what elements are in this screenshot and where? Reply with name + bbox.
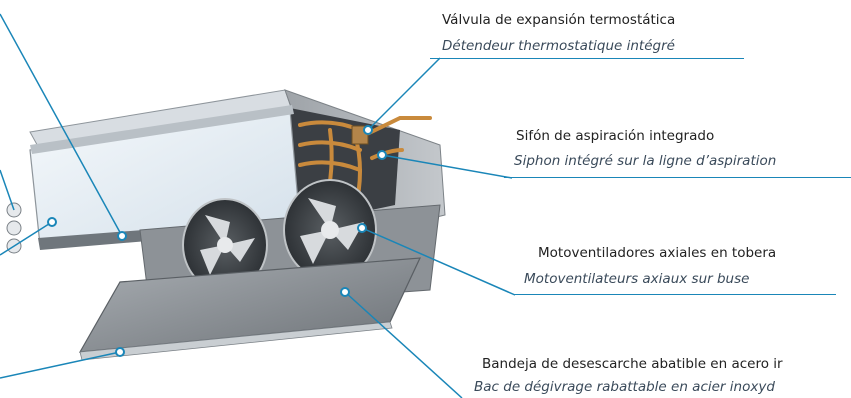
leader-lines xyxy=(0,13,516,398)
callout-fans-es: Motoventiladores axiales en tobera xyxy=(538,245,777,261)
callout-siphon-fr: Siphon intégré sur la ligne d’aspiration xyxy=(514,153,777,169)
callout-tray-fr: Bac de dégivrage rabattable en acier ino… xyxy=(474,379,775,395)
callout-valve-es: Válvula de expansión termostática xyxy=(442,12,676,28)
leader-dots xyxy=(47,125,387,357)
callout-fans-rule xyxy=(514,294,836,295)
front-panel-frame xyxy=(30,105,294,154)
callout-valve-rule xyxy=(430,58,744,59)
callout-fans-fr: Motoventilateurs axiaux sur buse xyxy=(524,271,750,287)
callout-siphon-rule xyxy=(504,177,851,178)
callout-valve-fr: Détendeur thermostatique intégré xyxy=(442,38,675,54)
callout-siphon-es: Sifón de aspiración integrado xyxy=(516,128,715,144)
defrost-tray-edge xyxy=(79,321,393,361)
fan-left xyxy=(182,198,268,292)
callout-tray-es: Bandeja de desescarche abatible en acero… xyxy=(482,356,783,372)
